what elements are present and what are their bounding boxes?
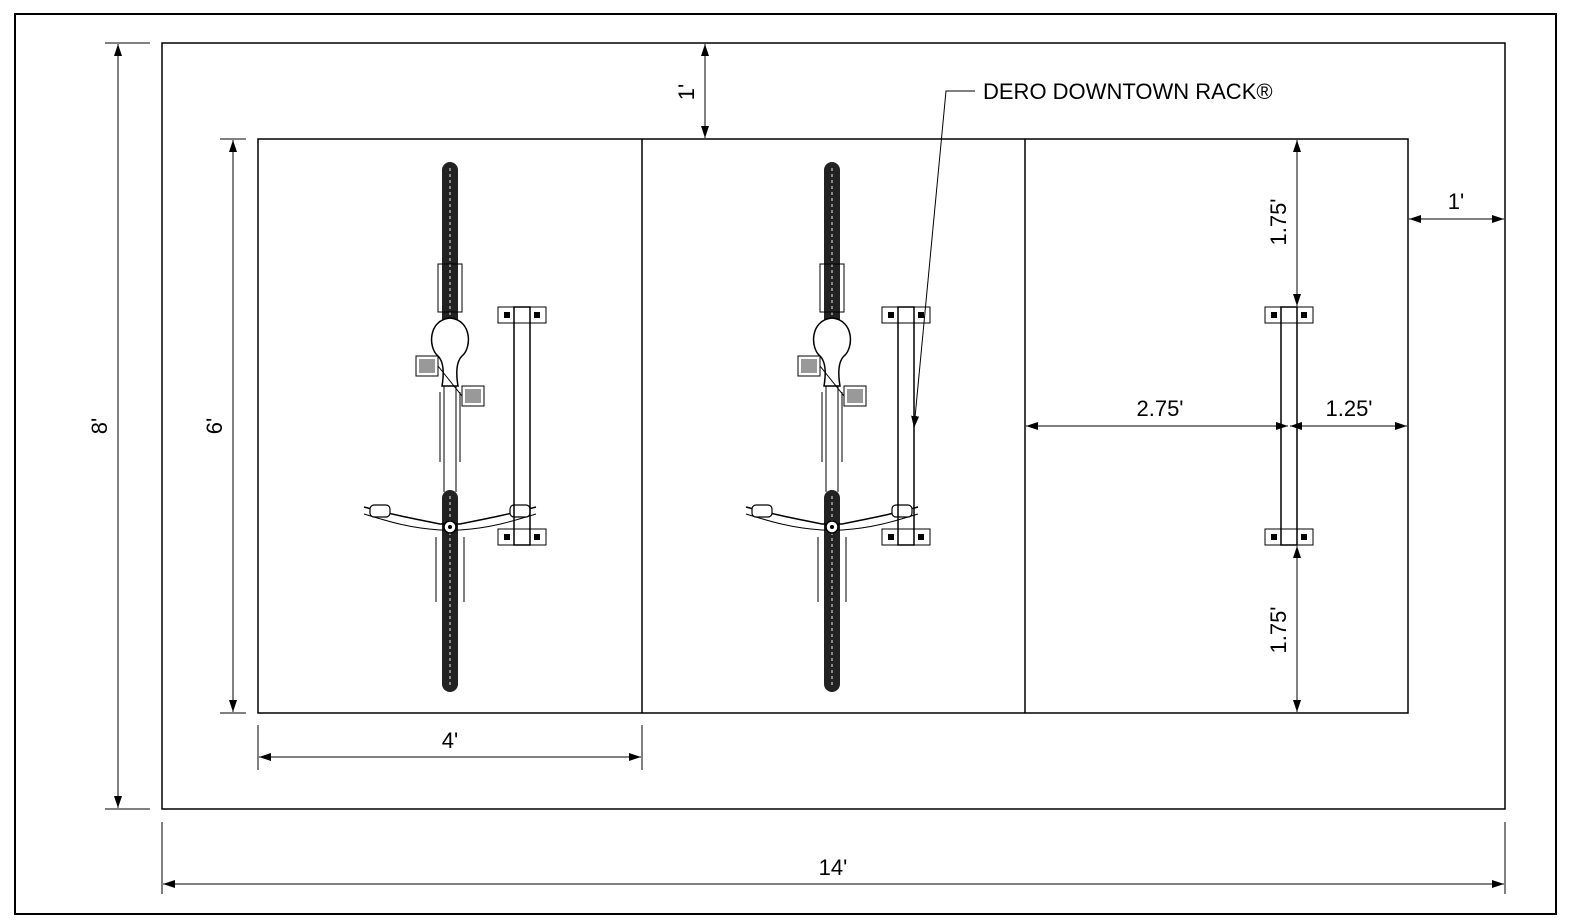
dim-rack-left-offset: 2.75' bbox=[1136, 396, 1183, 421]
dim-top-clearance: 1' bbox=[674, 84, 699, 100]
callout-leader bbox=[911, 90, 975, 429]
parking-pad bbox=[257, 138, 1409, 714]
dim-right-clearance: 1' bbox=[1448, 189, 1464, 214]
dim-bay-width: 4' bbox=[442, 728, 458, 753]
dim-rack-top-offset: 1.75' bbox=[1266, 198, 1291, 245]
outer-area-boundary bbox=[161, 42, 1506, 810]
callout-label: DERO DOWNTOWN RACK® bbox=[983, 79, 1273, 104]
dim-pad-height: 6' bbox=[202, 418, 227, 434]
sheet-border bbox=[14, 13, 1557, 915]
bike-bay-2 bbox=[745, 161, 919, 693]
dim-rack-bottom-offset: 1.75' bbox=[1266, 606, 1291, 653]
bike-bay-1 bbox=[363, 161, 537, 693]
dim-overall-width: 14' bbox=[819, 855, 848, 880]
dim-overall-height: 8' bbox=[87, 418, 112, 434]
dim-rack-right-offset: 1.25' bbox=[1325, 396, 1372, 421]
